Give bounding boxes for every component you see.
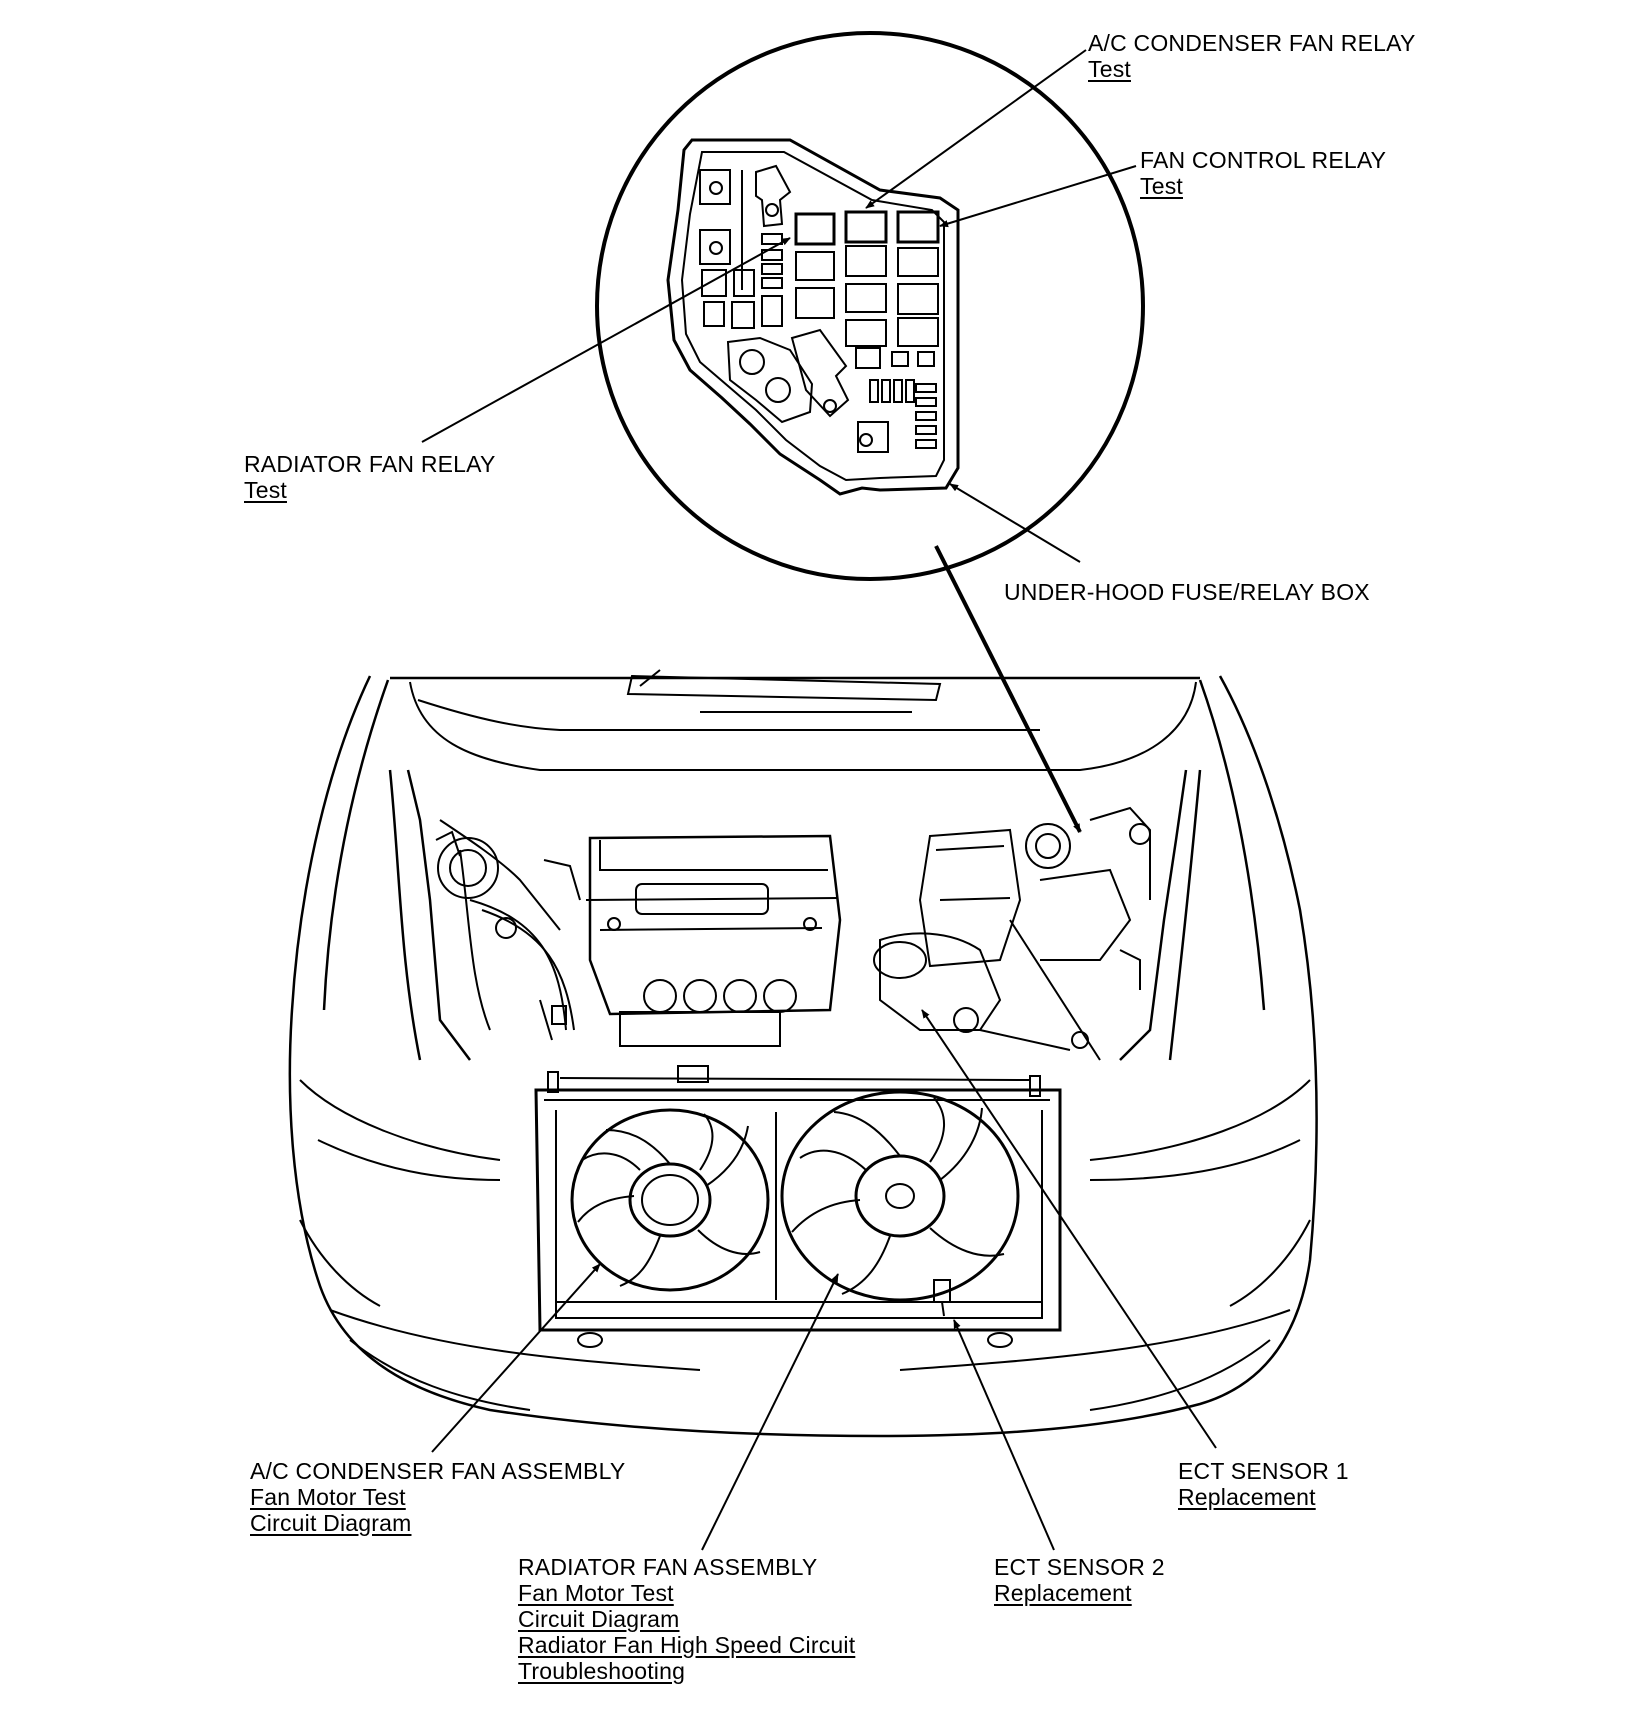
radiator-fan-assembly-title: RADIATOR FAN ASSEMBLY: [518, 1554, 818, 1580]
ect-sensor-1-replacement-link[interactable]: Replacement: [1178, 1484, 1316, 1510]
under-hood-fuse-relay-box-callout: UNDER-HOOD FUSE/RELAY BOX: [1004, 579, 1370, 605]
leader-lines: [422, 50, 1216, 1550]
radiator-fan-relay-test-link[interactable]: Test: [244, 477, 287, 503]
ac-condenser-fan-relay-title: A/C CONDENSER FAN RELAY: [1088, 30, 1416, 56]
radiator-fan-troubleshooting-link[interactable]: Troubleshooting: [518, 1658, 686, 1684]
ect-sensor-1-callout: ECT SENSOR 1 Replacement: [1178, 1458, 1349, 1510]
ect-sensor-2-replacement-link[interactable]: Replacement: [994, 1580, 1132, 1606]
fan-control-relay-title: FAN CONTROL RELAY: [1140, 147, 1387, 173]
fuse-box-detail: [597, 33, 1143, 579]
radiator-fan-relay-callout: RADIATOR FAN RELAY Test: [244, 451, 496, 503]
radiator-fan-module: [536, 1066, 1060, 1347]
radiator-fan-motor-test-link[interactable]: Fan Motor Test: [518, 1580, 674, 1606]
ac-condenser-fan-motor-test-link[interactable]: Fan Motor Test: [250, 1484, 406, 1510]
under-hood-fuse-relay-box-title: UNDER-HOOD FUSE/RELAY BOX: [1004, 579, 1370, 605]
ac-condenser-fan-assembly-title: A/C CONDENSER FAN ASSEMBLY: [250, 1458, 626, 1484]
ac-condenser-circuit-diagram-link[interactable]: Circuit Diagram: [250, 1510, 412, 1536]
radiator-fan-assembly-callout: RADIATOR FAN ASSEMBLY Fan Motor Test Cir…: [518, 1554, 855, 1684]
ac-condenser-fan-assembly-callout: A/C CONDENSER FAN ASSEMBLY Fan Motor Tes…: [250, 1458, 625, 1536]
radiator-fan-relay-title: RADIATOR FAN RELAY: [244, 451, 496, 477]
ac-condenser-fan-relay-callout: A/C CONDENSER FAN RELAY Test: [1088, 30, 1416, 82]
fan-control-relay-callout: FAN CONTROL RELAY Test: [1140, 147, 1386, 199]
ac-condenser-fan-relay-test-link[interactable]: Test: [1088, 56, 1131, 82]
ect-sensor-2-title: ECT SENSOR 2: [994, 1554, 1165, 1580]
radiator-fan-high-speed-circuit-link[interactable]: Radiator Fan High Speed Circuit: [518, 1632, 856, 1658]
ect-sensor-2-callout: ECT SENSOR 2 Replacement: [994, 1554, 1165, 1606]
radiator-fan-circuit-diagram-link[interactable]: Circuit Diagram: [518, 1606, 680, 1632]
ect-sensor-1-title: ECT SENSOR 1: [1178, 1458, 1349, 1484]
car-front-view: [290, 670, 1317, 1436]
fan-control-relay-test-link[interactable]: Test: [1140, 173, 1183, 199]
